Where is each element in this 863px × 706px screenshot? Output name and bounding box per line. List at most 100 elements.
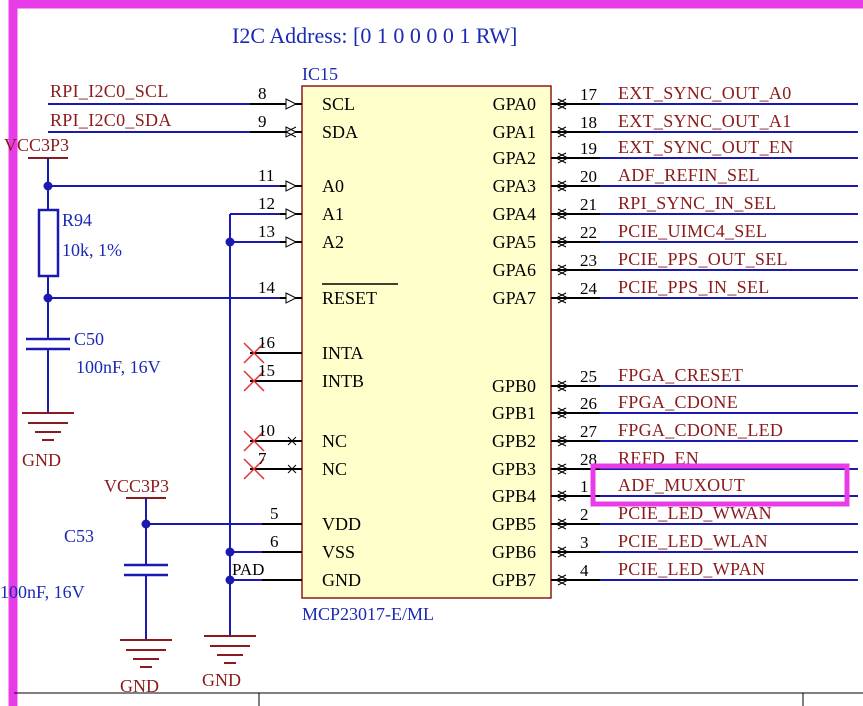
right-pin-name: GPB2 xyxy=(492,431,536,451)
left-pin-number: 10 xyxy=(258,421,275,440)
left-pin-name: INTB xyxy=(322,371,364,391)
bidir-arrow-icon xyxy=(554,463,567,475)
c53-ref: C53 xyxy=(64,526,94,546)
ic15-part-number: MCP23017-E/ML xyxy=(302,604,434,624)
right-pin-name: GPA7 xyxy=(493,288,536,308)
right-pin-25: 25 GPB0 FPGA_CRESET xyxy=(492,365,858,396)
no-connect-icon xyxy=(243,370,265,392)
right-pin-number: 19 xyxy=(580,139,597,158)
right-pin-number: 3 xyxy=(580,533,589,552)
bidir-arrow-icon xyxy=(554,407,567,419)
left-pin-name: VDD xyxy=(322,514,361,534)
r94-value: 10k, 1% xyxy=(62,240,122,260)
right-pin-name: GPB7 xyxy=(492,570,536,590)
right-pin-number: 18 xyxy=(580,113,597,132)
right-pin-number: 24 xyxy=(580,279,598,298)
right-pin-name: GPA0 xyxy=(493,94,536,114)
bidir-arrow-icon xyxy=(557,292,570,304)
left-pin-name: RESET xyxy=(322,288,377,308)
gnd-label-bottom: GND xyxy=(120,676,159,696)
left-pin-name: A2 xyxy=(322,232,344,252)
bidir-arrow-icon xyxy=(554,292,567,304)
left-pin-number: 7 xyxy=(258,449,267,468)
nc-pin-x-icon xyxy=(287,436,297,446)
right-net-label: PCIE_UIMC4_SEL xyxy=(618,221,767,241)
right-pin-name: GPB3 xyxy=(492,459,536,479)
right-pin-number: 20 xyxy=(580,167,597,186)
bidir-arrow-icon xyxy=(557,574,570,586)
left-pin-number: 16 xyxy=(258,333,275,352)
input-arrow-icon xyxy=(285,126,298,138)
no-connect-icon xyxy=(243,458,265,480)
left-pin-name: SCL xyxy=(322,94,355,114)
input-arrow-icon xyxy=(285,292,298,304)
right-net-label: PCIE_LED_WWAN xyxy=(618,503,772,523)
input-arrow-icon xyxy=(285,236,298,248)
right-pin-name: GPB0 xyxy=(492,376,536,396)
right-net-label: FPGA_CRESET xyxy=(618,365,743,385)
left-pin-name: NC xyxy=(322,431,347,451)
left-pin-number: 5 xyxy=(270,504,279,523)
right-pin-number: 17 xyxy=(580,85,598,104)
right-pin-group: 17GPA0EXT_SYNC_OUT_A018GPA1EXT_SYNC_OUT_… xyxy=(492,83,858,590)
gnd-symbol-middle xyxy=(204,635,256,664)
left-pin-name: A1 xyxy=(322,204,344,224)
bidir-arrow-icon xyxy=(557,407,570,419)
ic15-body xyxy=(301,85,552,599)
bidir-arrow-icon xyxy=(554,435,567,447)
right-net-label: PCIE_PPS_OUT_SEL xyxy=(618,249,788,269)
right-pin-number: 1 xyxy=(580,477,589,496)
r94-ref: R94 xyxy=(62,210,92,230)
bidir-arrow-icon xyxy=(554,180,567,192)
bidir-arrow-icon xyxy=(284,126,297,138)
bidir-arrow-icon xyxy=(554,126,567,138)
left-pin-name: VSS xyxy=(322,542,355,562)
left-pin-number: 8 xyxy=(258,84,267,103)
nc-pin-x-icon xyxy=(287,464,297,474)
left-pin-number: 14 xyxy=(258,278,276,297)
right-net-label: PCIE_LED_WPAN xyxy=(618,559,765,579)
input-arrow-icon xyxy=(285,180,298,192)
i2c-address-title: I2C Address: [0 1 0 0 0 0 1 RW] xyxy=(232,23,517,48)
bidir-arrow-icon xyxy=(557,180,570,192)
left-pin-name: INTA xyxy=(322,343,364,363)
left-pin-number: 6 xyxy=(270,532,279,551)
left-pin-name: A0 xyxy=(322,176,344,196)
bidir-arrow-icon xyxy=(554,264,567,276)
bidir-arrow-icon xyxy=(554,152,567,164)
gnd-symbol-left xyxy=(22,412,74,441)
bidir-arrow-icon xyxy=(554,546,567,558)
bidir-arrow-icon xyxy=(554,574,567,586)
no-connect-icon xyxy=(243,342,265,364)
bidir-arrow-icon xyxy=(557,463,570,475)
right-pin-number: 25 xyxy=(580,367,597,386)
c53-value: 100nF, 16V xyxy=(0,582,85,602)
bidir-arrow-icon xyxy=(557,490,570,502)
bidir-arrow-icon xyxy=(557,380,570,392)
net-label-rpi-scl: RPI_I2C0_SCL xyxy=(50,81,169,101)
net-label-rpi-sda: RPI_I2C0_SDA xyxy=(50,110,172,130)
left-pin-name: SDA xyxy=(322,122,358,142)
left-pin-name: GND xyxy=(322,570,361,590)
right-pin-name: GPA6 xyxy=(493,260,536,280)
bidir-arrow-icon xyxy=(557,546,570,558)
right-pin-number: 2 xyxy=(580,505,589,524)
left-pin-7: 7NC xyxy=(243,449,347,480)
bidir-arrow-icon xyxy=(557,236,570,248)
right-pin-number: 4 xyxy=(580,561,589,580)
